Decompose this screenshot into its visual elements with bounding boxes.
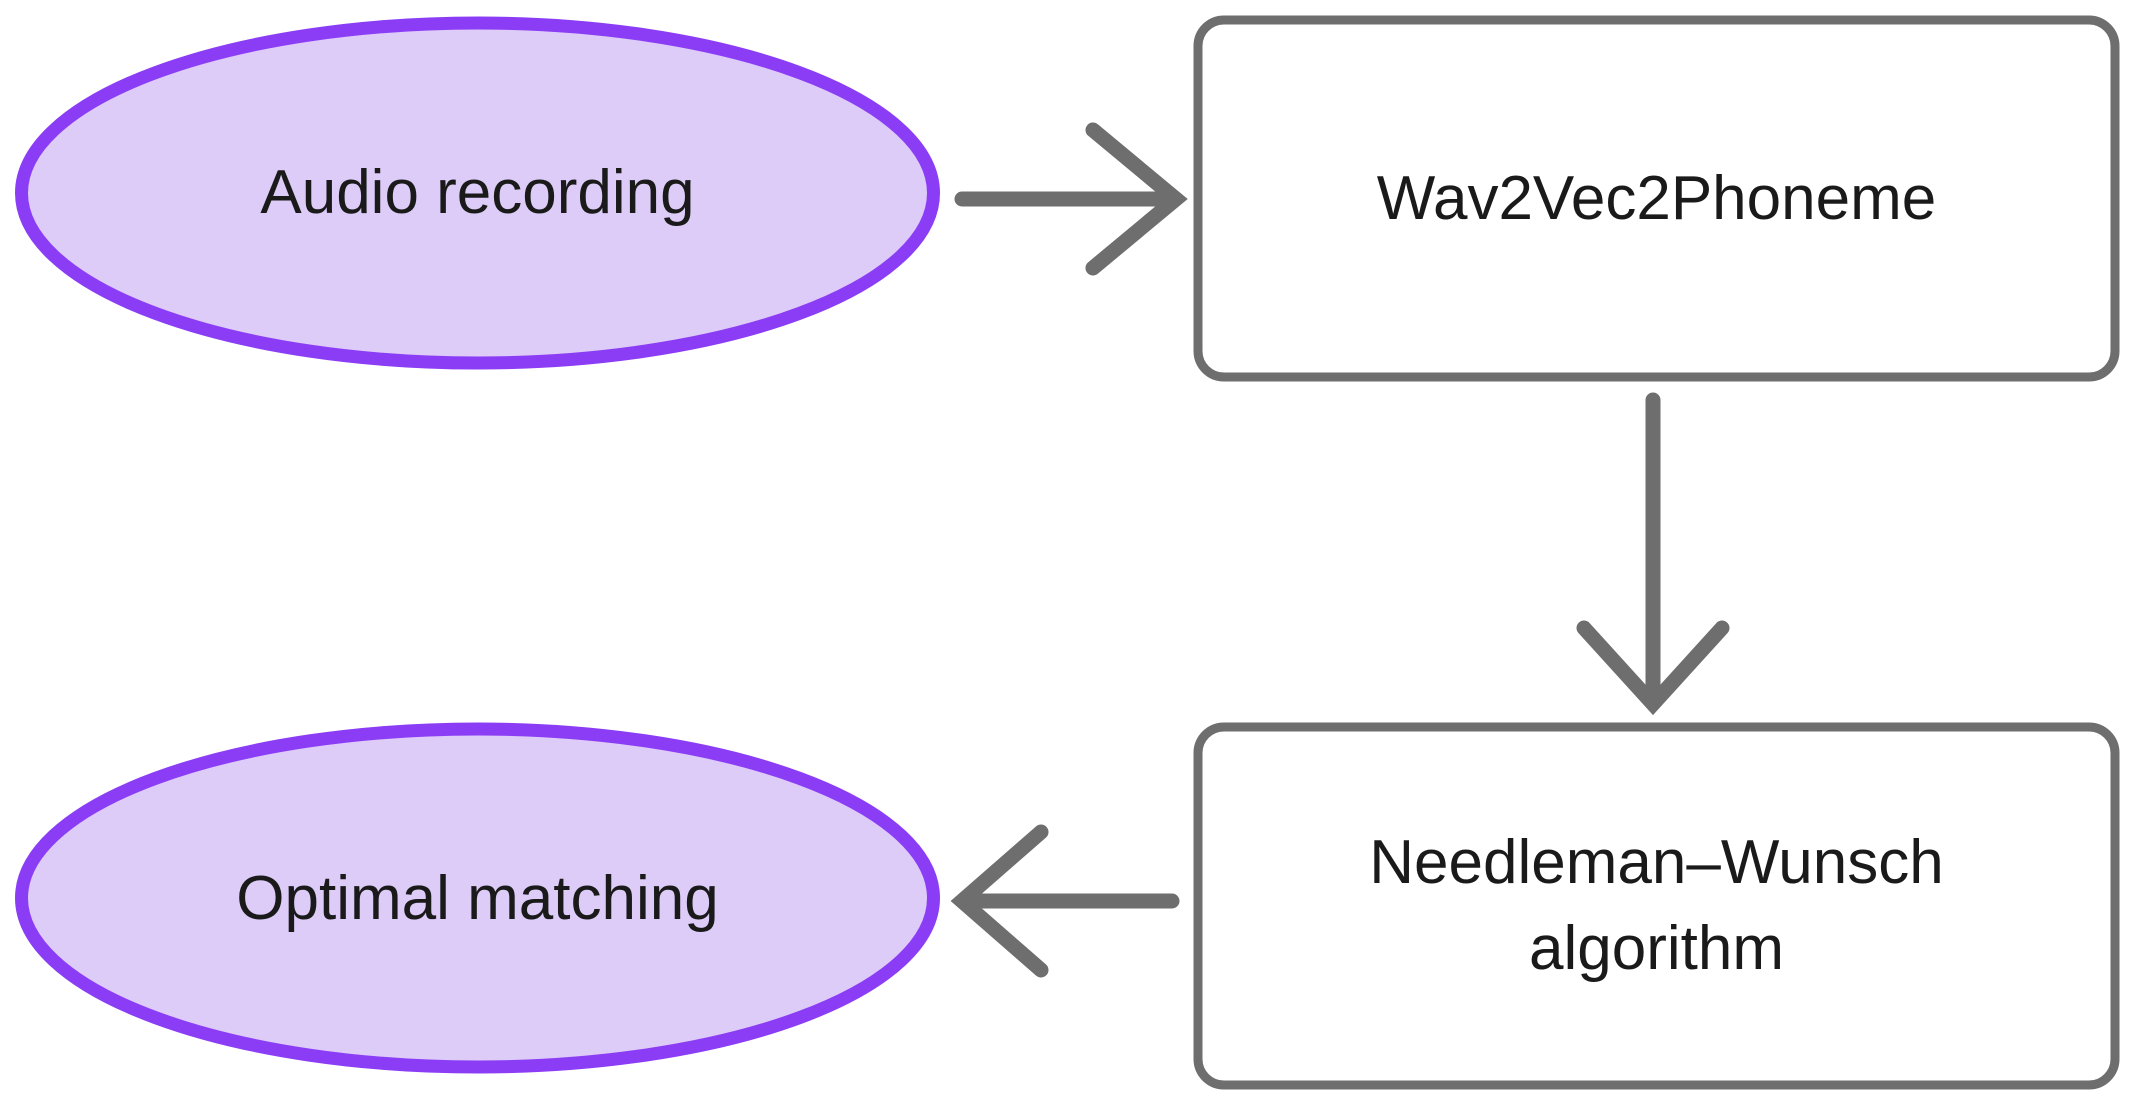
node-shape-wav2vec2phoneme[interactable] bbox=[1193, 15, 2120, 382]
node-shape-optimal-matching[interactable] bbox=[15, 722, 940, 1074]
node-shape-audio-recording[interactable] bbox=[15, 16, 940, 370]
edge-wav2vec-to-needleman bbox=[1576, 392, 1730, 716]
node-audio-recording[interactable] bbox=[15, 16, 940, 370]
arrowhead-down-icon bbox=[1576, 620, 1730, 716]
node-shape-needleman-wunsch[interactable] bbox=[1193, 722, 2120, 1090]
node-optimal-matching[interactable] bbox=[15, 722, 940, 1075]
node-wav2vec2phoneme[interactable] bbox=[1193, 15, 2120, 382]
arrowhead-right-icon bbox=[1085, 122, 1188, 276]
edge-audio-to-wav2vec bbox=[954, 122, 1188, 276]
arrowhead-left-icon bbox=[950, 824, 1049, 978]
edge-needleman-to-optimal bbox=[950, 824, 1180, 978]
node-needleman-wunsch[interactable] bbox=[1193, 722, 2120, 1090]
